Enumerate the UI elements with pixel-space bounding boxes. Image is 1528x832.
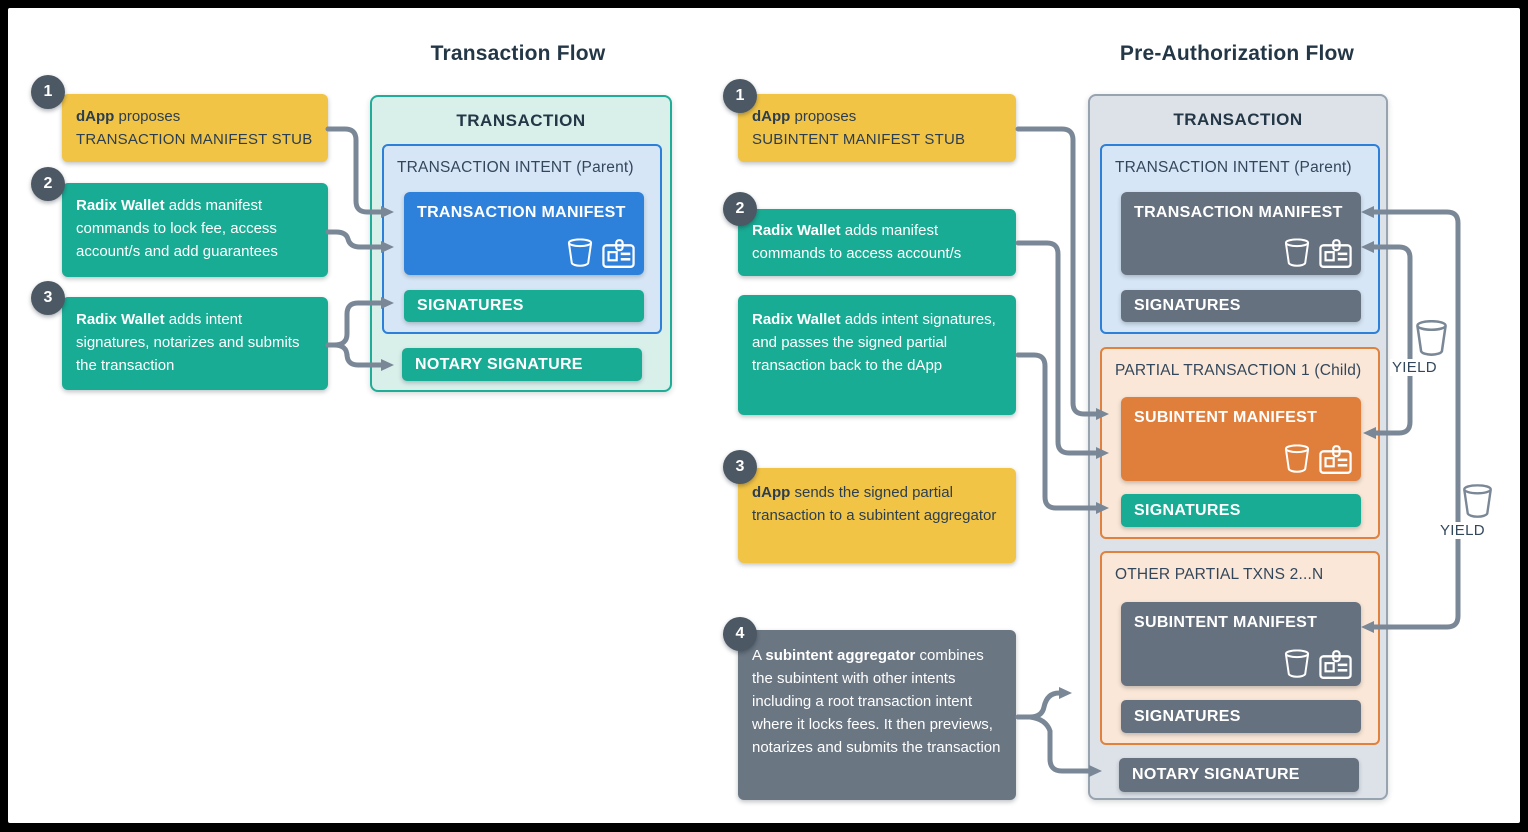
signatures-box: SIGNATURES — [1121, 494, 1361, 527]
other-partial-txns-label: OTHER PARTIAL TXNS 2...N — [1115, 566, 1324, 583]
transaction-intent-label: TRANSACTION INTENT (Parent) — [397, 159, 634, 176]
yield-bucket-icon — [1415, 320, 1448, 357]
step-text-line2: TRANSACTION MANIFEST STUB — [76, 131, 313, 148]
signatures-box: SIGNATURES — [404, 290, 644, 322]
step-text: dApp proposes — [76, 108, 181, 125]
signatures-box: SIGNATURES — [1121, 700, 1361, 733]
signatures-box: SIGNATURES — [1121, 290, 1361, 322]
other-partial-txns-box: OTHER PARTIAL TXNS 2...N SUBINTENT MANIF… — [1100, 551, 1380, 745]
yield-label-bottom: YIELD — [1438, 522, 1487, 539]
step-text: Radix Wallet adds manifest commands to a… — [752, 222, 962, 262]
subintent-manifest-box: SUBINTENT MANIFEST — [1121, 397, 1361, 481]
partial-transaction-1-label: PARTIAL TRANSACTION 1 (Child) — [1115, 362, 1362, 379]
diagram-canvas: Transaction Flow Pre-Authorization Flow … — [8, 8, 1520, 823]
bucket-icon — [1284, 444, 1310, 474]
bucket-icon — [567, 238, 593, 268]
step-badge: 4 — [723, 617, 757, 651]
step-badge: 3 — [31, 281, 65, 315]
transaction-intent-box: TRANSACTION INTENT (Parent) TRANSACTION … — [382, 144, 662, 334]
step-box-dapp-sends: dApp sends the signed partial transactio… — [738, 468, 1016, 563]
step-badge: 1 — [723, 79, 757, 113]
step-box-wallet-signs: Radix Wallet adds intent signatures, not… — [62, 297, 328, 390]
left-flow-title: Transaction Flow — [430, 42, 606, 65]
step-box-wallet-access: Radix Wallet adds manifest commands to a… — [738, 209, 1016, 276]
step-box-dapp-proposes-subintent: dApp proposes SUBINTENT MANIFEST STUB — [738, 94, 1016, 162]
step-text-line2: SUBINTENT MANIFEST STUB — [752, 131, 966, 148]
transaction-manifest-box: TRANSACTION MANIFEST — [404, 192, 644, 275]
step-text: dApp sends the signed partial transactio… — [752, 484, 997, 524]
step-badge: 2 — [723, 192, 757, 226]
transaction-title: TRANSACTION — [456, 111, 586, 130]
step-box-dapp-proposes: dApp proposes TRANSACTION MANIFEST STUB — [62, 94, 328, 162]
step-badge: 2 — [31, 167, 65, 201]
partial-transaction-1-box: PARTIAL TRANSACTION 1 (Child) SUBINTENT … — [1100, 347, 1380, 539]
id-badge-icon — [1319, 445, 1352, 474]
step-box-wallet-passes-back: Radix Wallet adds intent signatures, and… — [738, 295, 1016, 415]
step-text: dApp proposes — [752, 108, 857, 125]
notary-signature-box: NOTARY SIGNATURE — [402, 348, 642, 381]
id-badge-icon — [602, 239, 635, 268]
step-box-aggregator: A subintent aggregator combines the subi… — [738, 630, 1016, 800]
step-box-wallet-manifest: Radix Wallet adds manifest commands to l… — [62, 183, 328, 277]
step-badge: 1 — [31, 75, 65, 109]
step-badge: 3 — [723, 450, 757, 484]
yield-bucket-icon — [1462, 484, 1493, 519]
transaction-title: TRANSACTION — [1173, 110, 1303, 129]
notary-signature-box: NOTARY SIGNATURE — [1119, 758, 1359, 792]
step-text: Radix Wallet adds intent signatures, and… — [752, 311, 996, 374]
right-flow-title: Pre-Authorization Flow — [1119, 42, 1355, 65]
transaction-intent-label: TRANSACTION INTENT (Parent) — [1115, 159, 1352, 176]
transaction-intent-box: TRANSACTION INTENT (Parent) TRANSACTION … — [1100, 144, 1380, 334]
transaction-container-left: TRANSACTION TRANSACTION INTENT (Parent) … — [370, 95, 672, 392]
id-badge-icon — [1319, 650, 1352, 679]
id-badge-icon — [1319, 239, 1352, 268]
step-text: Radix Wallet adds intent signatures, not… — [76, 311, 300, 374]
step-text: A subintent aggregator combines the subi… — [752, 647, 1001, 756]
bucket-icon — [1284, 649, 1310, 679]
subintent-manifest-box: SUBINTENT MANIFEST — [1121, 602, 1361, 686]
bucket-icon — [1284, 238, 1310, 268]
transaction-manifest-box: TRANSACTION MANIFEST — [1121, 192, 1361, 275]
transaction-container-right: TRANSACTION TRANSACTION INTENT (Parent) … — [1088, 94, 1388, 800]
yield-label-top: YIELD — [1390, 359, 1439, 376]
step-text: Radix Wallet adds manifest commands to l… — [76, 197, 278, 260]
